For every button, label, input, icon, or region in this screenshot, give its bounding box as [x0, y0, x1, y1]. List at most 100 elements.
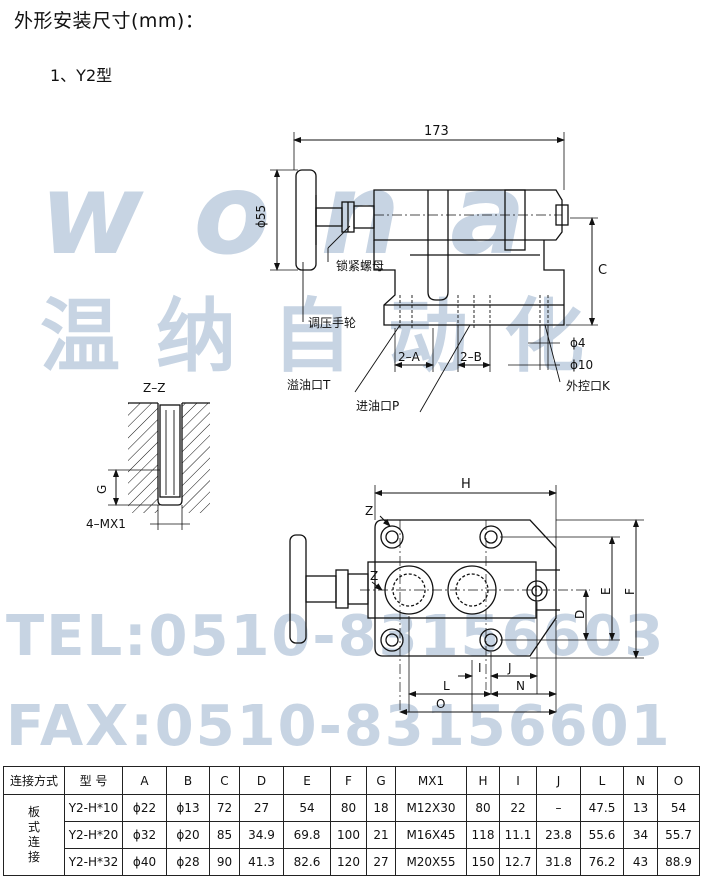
table-header-cell: O	[657, 766, 700, 795]
plan-view	[289, 485, 644, 715]
table-header-cell: I	[499, 766, 537, 795]
table-header-cell: E	[283, 766, 331, 795]
table-row: Y2-H*32 ϕ40 ϕ28 90 41.3 82.6 120 27 M20X…	[4, 848, 700, 876]
table-header-cell: MX1	[395, 766, 467, 795]
label-ext-ctrl-k: 外控口K	[566, 379, 611, 393]
table-header-cell: B	[166, 766, 210, 795]
table-header-cell: L	[580, 766, 624, 795]
table-row: 板 式 连 接 Y2-H*10 ϕ22 ϕ13 72 27 54 80 18 M…	[3, 794, 700, 876]
table-header-cell: C	[209, 766, 240, 795]
page-title: 外形安装尺寸(mm)：	[14, 10, 205, 32]
table-cell: Y2-H*20	[64, 821, 123, 849]
table-header-cell: N	[623, 766, 658, 795]
table-cell: 22	[499, 794, 537, 822]
table-cell: 80	[466, 794, 500, 822]
table-row: Y2-H*20 ϕ32 ϕ20 85 34.9 69.8 100 21 M16X…	[4, 821, 700, 849]
table-cell: –	[536, 794, 581, 822]
dim-d: D	[573, 610, 587, 619]
table-cell: 13	[623, 794, 658, 822]
table-cell: 54	[657, 794, 700, 822]
table-cell: 80	[330, 794, 367, 822]
label-handwheel: 调压手轮	[308, 316, 356, 330]
table-header-cell: G	[366, 766, 396, 795]
table-cell: 54	[283, 794, 331, 822]
table-header-cell: J	[536, 766, 581, 795]
table-cell: ϕ22	[122, 794, 167, 822]
dim-4mx1: 4–MX1	[86, 517, 126, 531]
table-cell: 55.6	[580, 821, 624, 849]
table-cell: 31.8	[536, 848, 581, 876]
table-cell: 150	[466, 848, 500, 876]
table-cell: ϕ28	[166, 848, 210, 876]
z-z-section-view	[108, 402, 210, 530]
table-cell: 69.8	[283, 821, 331, 849]
dim-n: N	[516, 679, 525, 693]
table-cell: Y2-H*10	[64, 794, 123, 822]
dimension-table: 连接方式 型 号 A B C D E F G MX1 H I J L N O 板…	[3, 766, 700, 876]
table-group-label: 板 式 连 接	[3, 794, 65, 876]
table-header-cell: H	[466, 766, 500, 795]
table-cell: 11.1	[499, 821, 537, 849]
table-cell: M20X55	[395, 848, 467, 876]
table-cell: 27	[239, 794, 284, 822]
table-cell: 23.8	[536, 821, 581, 849]
table-cell: 12.7	[499, 848, 537, 876]
dim-o: O	[436, 697, 445, 711]
dim-phi55: ϕ55	[254, 205, 268, 228]
label-lock-nut: 锁紧螺母	[336, 258, 384, 273]
table-cell: 72	[209, 794, 240, 822]
table-header-cell: 型 号	[64, 766, 123, 795]
table-cell: ϕ13	[166, 794, 210, 822]
table-cell: 34	[623, 821, 658, 849]
table-cell: 47.5	[580, 794, 624, 822]
table-cell: 90	[209, 848, 240, 876]
section-subtitle: 1、Y2型	[50, 66, 113, 85]
dim-2a: 2–A	[398, 350, 421, 364]
dim-phi4: ϕ4	[570, 336, 586, 350]
table-cell: 76.2	[580, 848, 624, 876]
table-header-cell: F	[330, 766, 367, 795]
watermark-logo: wona	[40, 150, 576, 280]
dim-c: C	[598, 263, 607, 278]
table-cell: ϕ32	[122, 821, 167, 849]
table-cell: ϕ40	[122, 848, 167, 876]
dim-i: I	[478, 661, 482, 675]
watermark-fax: FAX:0510-83156601	[6, 694, 672, 759]
table-cell: 43	[623, 848, 658, 876]
table-cell: 82.6	[283, 848, 331, 876]
table-cell: M12X30	[395, 794, 467, 822]
table-cell: 18	[366, 794, 396, 822]
table-header-cell: 连接方式	[3, 766, 65, 795]
dim-g: G	[95, 485, 109, 494]
label-overflow-t: 溢油口T	[287, 378, 331, 392]
label-z-mid: Z	[370, 569, 378, 583]
side-elevation-view	[270, 132, 598, 413]
table-cell: 100	[330, 821, 367, 849]
dim-f: F	[623, 588, 637, 595]
dim-j: J	[507, 661, 512, 675]
label-inlet-p: 进油口P	[356, 399, 399, 413]
dim-173: 173	[424, 124, 449, 139]
dim-e: E	[599, 587, 613, 595]
table-cell: 120	[330, 848, 367, 876]
table-cell: 85	[209, 821, 240, 849]
table-cell: 118	[466, 821, 500, 849]
table-cell: ϕ20	[166, 821, 210, 849]
dim-phi10: ϕ10	[570, 358, 593, 372]
table-cell: M16X45	[395, 821, 467, 849]
table-header-row: 连接方式 型 号 A B C D E F G MX1 H I J L N O	[3, 766, 700, 795]
dim-2b: 2–B	[460, 350, 482, 364]
table-header-cell: D	[239, 766, 284, 795]
table-cell: 21	[366, 821, 396, 849]
table-cell: Y2-H*32	[64, 848, 123, 876]
table-cell: 27	[366, 848, 396, 876]
table-cell: 41.3	[239, 848, 284, 876]
table-header-cell: A	[122, 766, 167, 795]
technical-drawing: 173 ϕ55 C ϕ4 ϕ10 2–A 2–B 锁紧螺母 调压手轮 溢油口T …	[86, 124, 644, 715]
label-z-top: Z	[365, 504, 373, 518]
section-title: Z–Z	[143, 381, 165, 395]
table-cell: 55.7	[657, 821, 700, 849]
dim-l: L	[443, 679, 450, 693]
table-cell: 34.9	[239, 821, 284, 849]
dim-h: H	[461, 477, 471, 492]
